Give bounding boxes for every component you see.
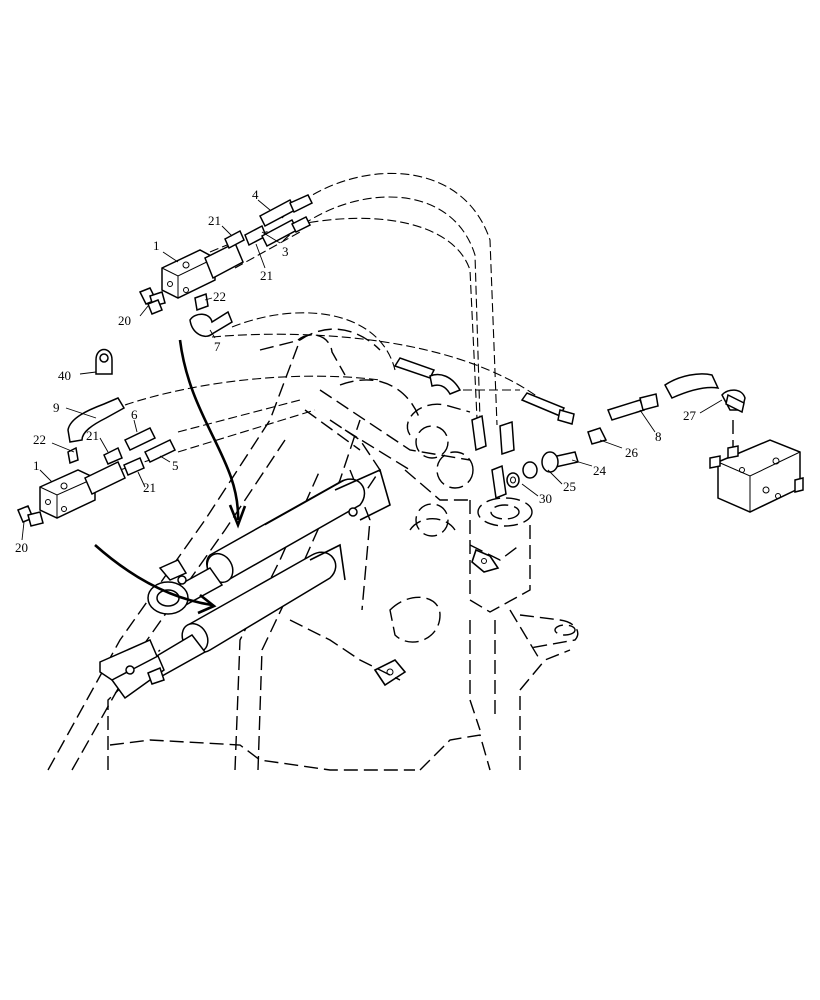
part-label: 4 [252, 187, 259, 202]
part-label: 21 [86, 428, 99, 443]
part-label: 6 [131, 407, 138, 422]
part-label: 21 [260, 268, 273, 283]
manifold-block-upper [161, 194, 314, 299]
part-label: 27 [683, 408, 697, 423]
part-label: 1 [153, 238, 160, 253]
mounting-plate [373, 659, 407, 687]
part-label: 1 [33, 458, 40, 473]
leader-lines [21, 199, 723, 541]
hose-clamp [95, 348, 113, 375]
part-label: 9 [53, 400, 60, 415]
hydraulic-cylinder-upper [147, 468, 391, 615]
part-label: 22 [213, 289, 226, 304]
part-label: 5 [172, 458, 179, 473]
part-label: 7 [214, 339, 221, 354]
part-labels: 1 3 4 21 21 22 20 7 40 9 22 1 21 6 5 21 … [15, 187, 697, 555]
part-label: 21 [143, 480, 156, 495]
manifold-block-lower [39, 427, 177, 519]
machine-frame-outline [47, 328, 571, 771]
crank-arm [404, 403, 474, 537]
pivot-housing [469, 497, 579, 649]
part-label: 40 [58, 368, 71, 383]
hydraulic-cylinder-lower [99, 543, 346, 700]
part-label: 24 [593, 463, 607, 478]
hose-bundle [119, 172, 561, 471]
part-label: 21 [208, 213, 221, 228]
part-label: 26 [625, 445, 639, 460]
part-label: 3 [282, 244, 289, 259]
valve-block [709, 389, 804, 513]
part-label: 22 [33, 432, 46, 447]
fitting-set-upper-left [138, 287, 166, 315]
part-label: 20 [118, 313, 131, 328]
elbow-hose-9 [67, 397, 126, 443]
part-label: 30 [539, 491, 552, 506]
elbow-fitting-upper [189, 292, 233, 338]
part-label: 8 [655, 429, 662, 444]
part-label: 25 [563, 479, 576, 494]
right-hose-assembly [393, 357, 720, 500]
part-label: 20 [15, 540, 28, 555]
fitting-set-lower-left [17, 505, 44, 527]
flow-arrows [94, 339, 247, 615]
